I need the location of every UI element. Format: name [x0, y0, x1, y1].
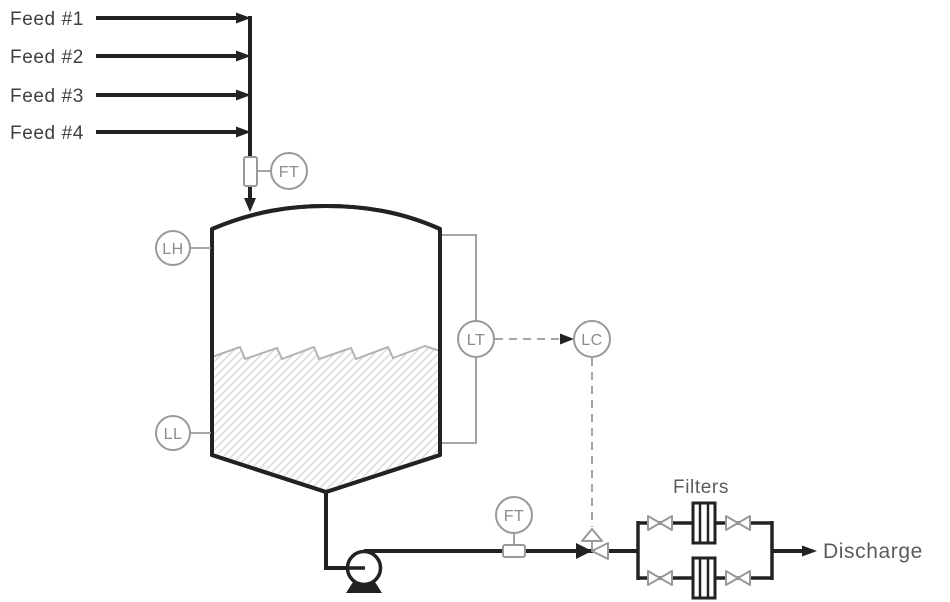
feed-line-3: Feed #3: [10, 86, 251, 107]
valve-half: [659, 515, 673, 531]
level-transmitter-instrument: LT: [442, 234, 495, 444]
feed-3-arrow-icon: [236, 89, 251, 101]
lt-bubble: [457, 320, 495, 358]
feed-tank-icon: [210, 204, 442, 494]
lt-lc-arrow-icon: [560, 333, 574, 345]
feed-2-label: Feed #2: [10, 47, 84, 68]
filters-label: Filters: [673, 477, 729, 498]
inline-filter-icon: [691, 501, 717, 545]
level-controller-instrument: LC: [573, 320, 611, 358]
ft-feed-label: FT: [279, 164, 300, 181]
feed-2-arrow-icon: [236, 50, 251, 62]
lc-label: LC: [581, 332, 602, 349]
ll-bubble: [155, 415, 191, 451]
lt-label: LT: [467, 332, 485, 349]
feed-1-arrow-icon: [236, 12, 251, 24]
feed-3-label: Feed #3: [10, 86, 84, 107]
feed-flow-transmitter: FT: [243, 152, 308, 190]
isolation-valve-icon: [725, 515, 751, 531]
feed-1-label: Feed #1: [10, 9, 84, 30]
valve-half: [725, 570, 739, 586]
tank-shell-overlay: [210, 204, 442, 494]
feed-4-arrow-icon: [236, 126, 251, 138]
discharge-flow-transmitter: FT: [495, 496, 533, 558]
filter-shell: [691, 501, 717, 545]
valve-actuator-icon: [581, 528, 603, 542]
ll-label: LL: [164, 426, 183, 443]
feed-line-4: Feed #4: [10, 123, 251, 144]
isolation-valve-icon: [647, 515, 673, 531]
centrifugal-pump-icon: [345, 549, 383, 593]
valve-half: [725, 515, 739, 531]
lh-label: LH: [162, 241, 183, 258]
feed-header-arrow-icon: [244, 198, 256, 212]
discharge-arrow-icon: [802, 545, 817, 557]
filters-group: Filters: [636, 477, 774, 600]
valve-half: [737, 515, 751, 531]
valve-body-left: [576, 543, 592, 559]
tank-liquid: [211, 344, 441, 490]
flow-element-icon: [243, 156, 258, 187]
valve-half: [647, 515, 661, 531]
control-valve-icon: [576, 528, 609, 560]
valve-half: [659, 570, 673, 586]
feed-4-label: Feed #4: [10, 123, 84, 144]
inline-filter-icon: [691, 556, 717, 600]
filter-shell: [691, 556, 717, 600]
discharge-outlet: Discharge: [772, 540, 923, 563]
feed-line-1: Feed #1: [10, 9, 251, 30]
outlet-pipe: [324, 490, 349, 570]
lh-bubble: [155, 230, 191, 266]
lt-lc-signal: [495, 333, 574, 345]
valve-half: [647, 570, 661, 586]
discharge-label: Discharge: [823, 540, 923, 563]
ft-discharge-bubble: [495, 496, 533, 534]
ft-feed-bubble: [270, 152, 308, 190]
level-low-instrument: LL: [155, 415, 211, 451]
tank-outlet-pipe: [324, 490, 349, 570]
isolation-valve-icon: [725, 570, 751, 586]
valve-half: [737, 570, 751, 586]
valve-body-right: [591, 542, 609, 560]
liquid-hatch: [212, 346, 440, 490]
liquid-surface-line: [211, 344, 441, 361]
level-high-instrument: LH: [155, 230, 211, 266]
feed-line-2: Feed #2: [10, 47, 251, 68]
isolation-valve-icon: [647, 570, 673, 586]
lc-bubble: [573, 320, 611, 358]
ft-discharge-label: FT: [504, 508, 525, 525]
pump-base: [346, 582, 382, 593]
discharge-flow-element-icon: [502, 544, 526, 558]
